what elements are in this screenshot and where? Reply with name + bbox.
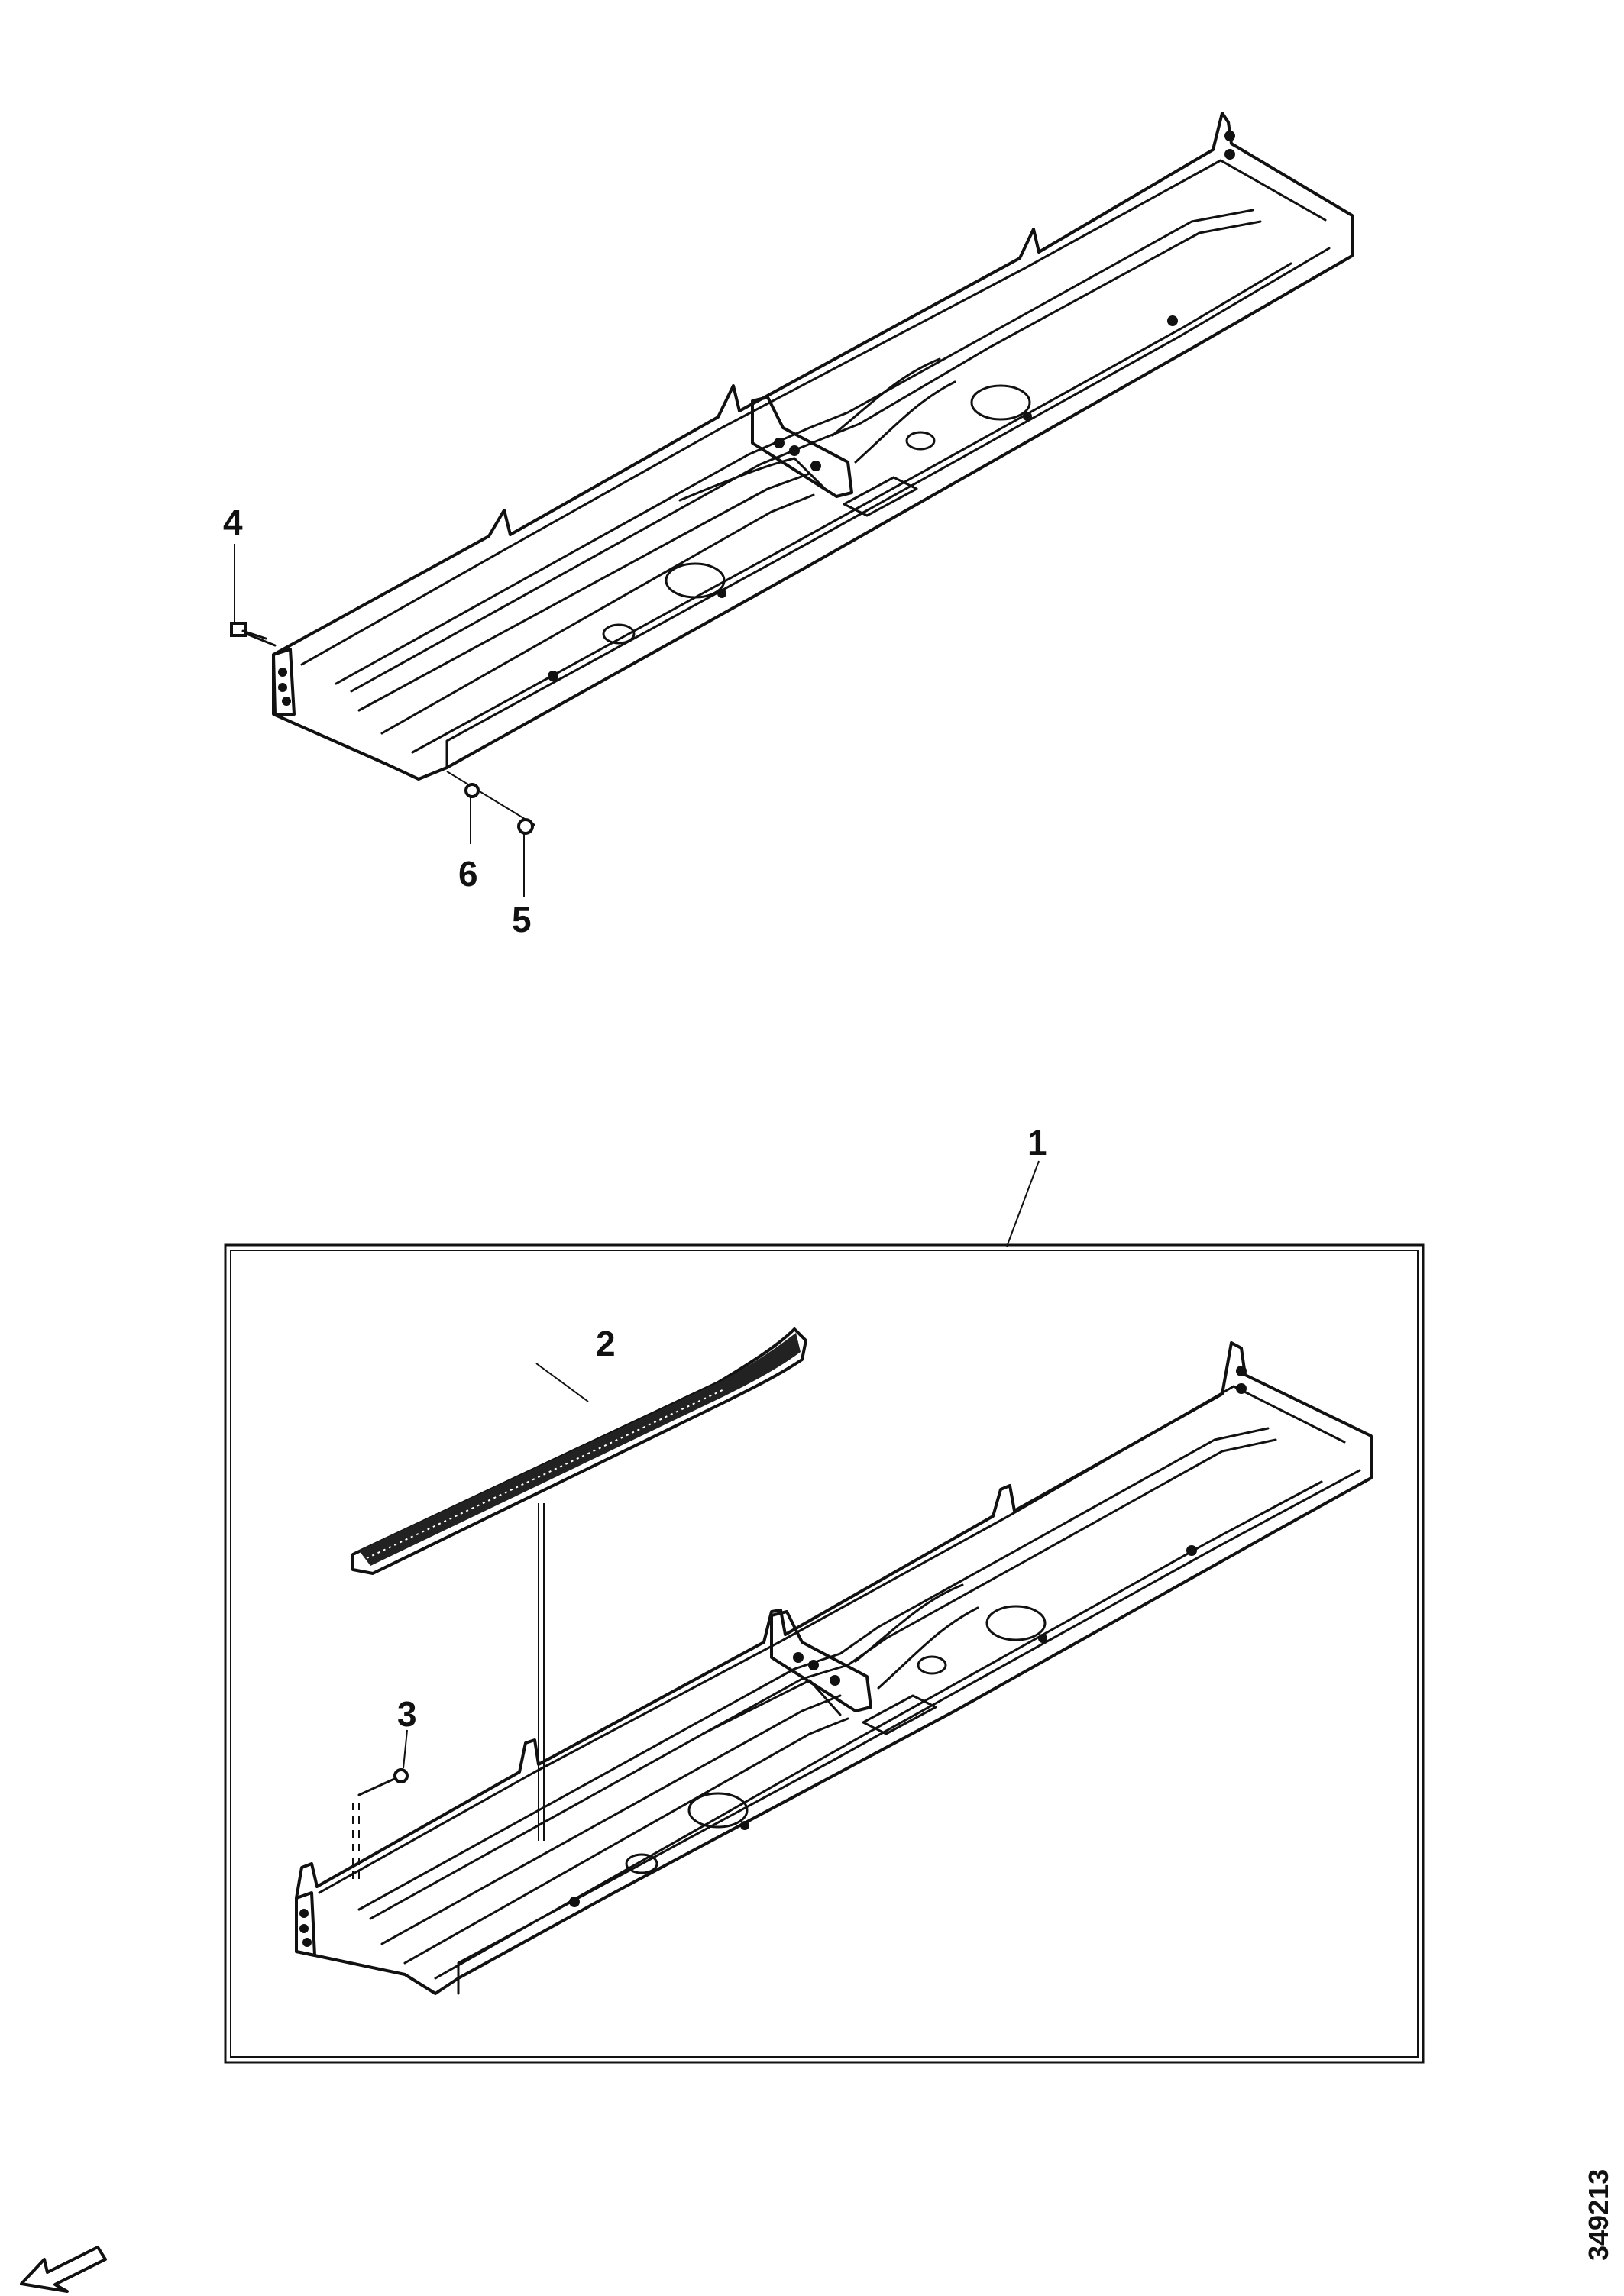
- screw-3: [352, 1768, 409, 1879]
- arrow-down-left-icon: [20, 2246, 107, 2293]
- bolt-4: [230, 622, 267, 640]
- callout-6: 6: [458, 854, 478, 894]
- kit-frame-box: [224, 1243, 1425, 2064]
- brush-strip-2: [351, 1327, 807, 1575]
- callout-2: 2: [596, 1324, 616, 1363]
- nut-5: [517, 818, 534, 835]
- top-frame-rail-assembly: [241, 112, 1354, 830]
- callout-1: 1: [1027, 1123, 1047, 1163]
- callout-4: 4: [223, 503, 243, 542]
- washer-6: [464, 783, 480, 798]
- callout-3: 3: [397, 1694, 417, 1734]
- drawing-reference-number: 349213: [1583, 2169, 1614, 2261]
- bottom-frame-rail-assembly: [295, 1341, 1373, 1995]
- callout-5: 5: [512, 900, 532, 939]
